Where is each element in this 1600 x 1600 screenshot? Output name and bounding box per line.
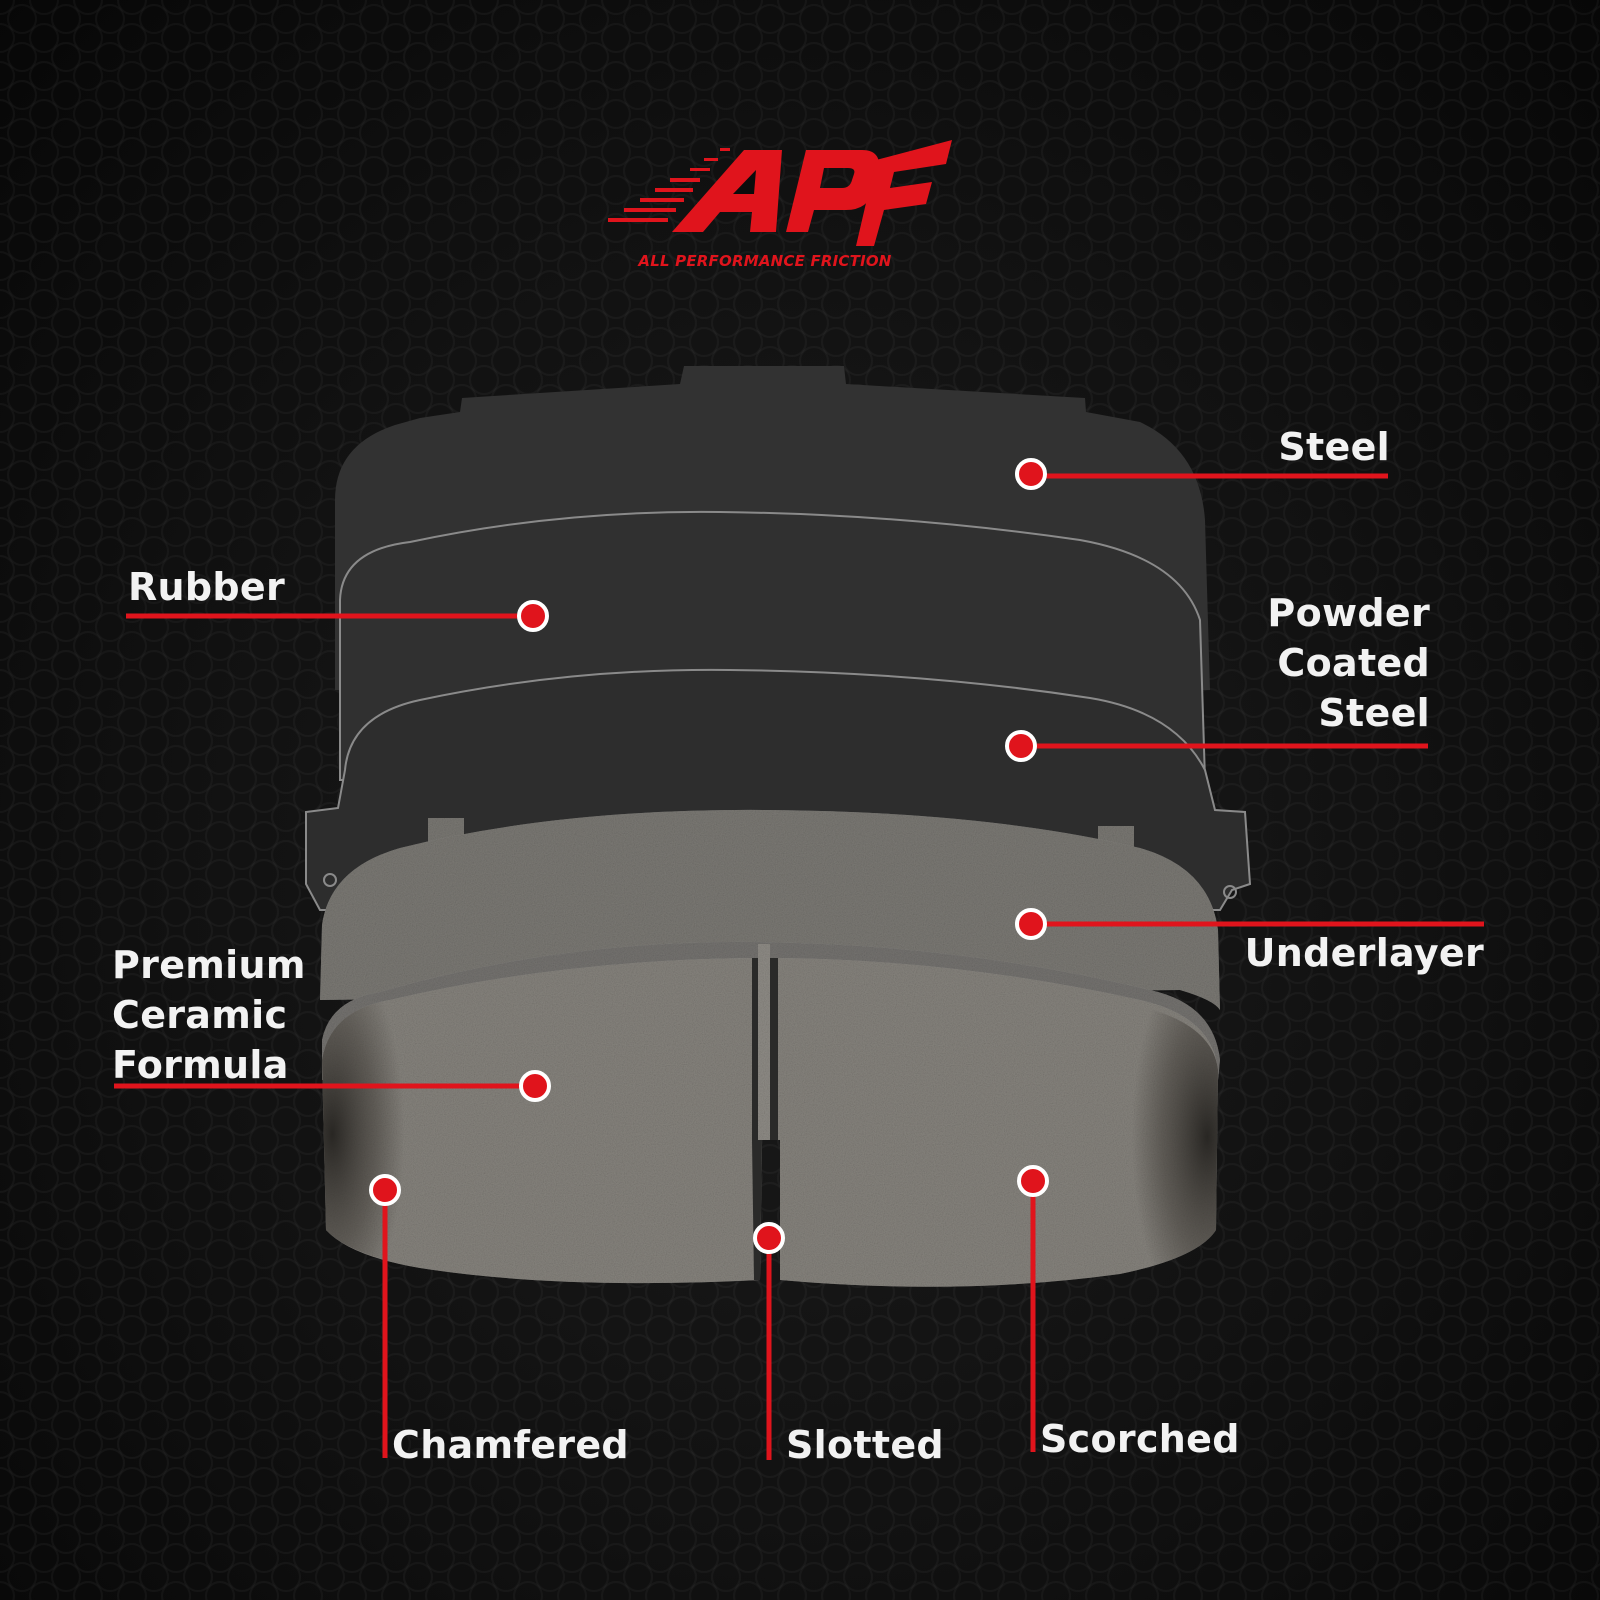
mounting-hole-right <box>1223 885 1237 899</box>
marker-underlayer <box>1015 908 1047 940</box>
label-slotted: Slotted <box>786 1423 944 1467</box>
label-premium-ceramic-formula-line2: Ceramic <box>112 993 288 1037</box>
scorched-edge-left <box>322 1000 425 1268</box>
marker-chamfered <box>369 1174 401 1206</box>
apf-logo <box>608 140 952 246</box>
marker-slotted <box>753 1222 785 1254</box>
callout-leaders <box>114 458 1484 1460</box>
label-premium-ceramic-formula: Premium Ceramic Formula <box>112 940 306 1090</box>
scorched-edge-right <box>1110 1000 1218 1274</box>
label-underlayer: Underlayer <box>1244 931 1484 975</box>
friction-pad <box>320 809 1220 1287</box>
mounting-hole-left <box>323 873 337 887</box>
marker-steel <box>1015 458 1047 490</box>
label-steel: Steel <box>1278 425 1390 469</box>
label-powder-coated-steel: Powder Coated Steel <box>1180 588 1430 738</box>
label-scorched: Scorched <box>1040 1417 1240 1461</box>
label-premium-ceramic-formula-line1: Premium <box>112 943 306 987</box>
brand-tagline: ALL PERFORMANCE FRICTION <box>638 252 892 270</box>
ceramic-block-right <box>778 958 1218 1287</box>
label-premium-ceramic-formula-line3: Formula <box>112 1043 289 1087</box>
label-powder-coated-steel-line1: Powder <box>1267 591 1430 635</box>
label-chamfered: Chamfered <box>392 1423 629 1467</box>
label-rubber: Rubber <box>128 565 286 609</box>
label-powder-coated-steel-line2: Coated <box>1277 641 1430 685</box>
marker-scorched <box>1017 1165 1049 1197</box>
marker-powder-coated-steel <box>1005 730 1037 762</box>
marker-rubber <box>517 600 549 632</box>
marker-premium-ceramic-formula <box>519 1070 551 1102</box>
ceramic-block-left <box>322 958 762 1284</box>
label-powder-coated-steel-line3: Steel <box>1318 691 1430 735</box>
